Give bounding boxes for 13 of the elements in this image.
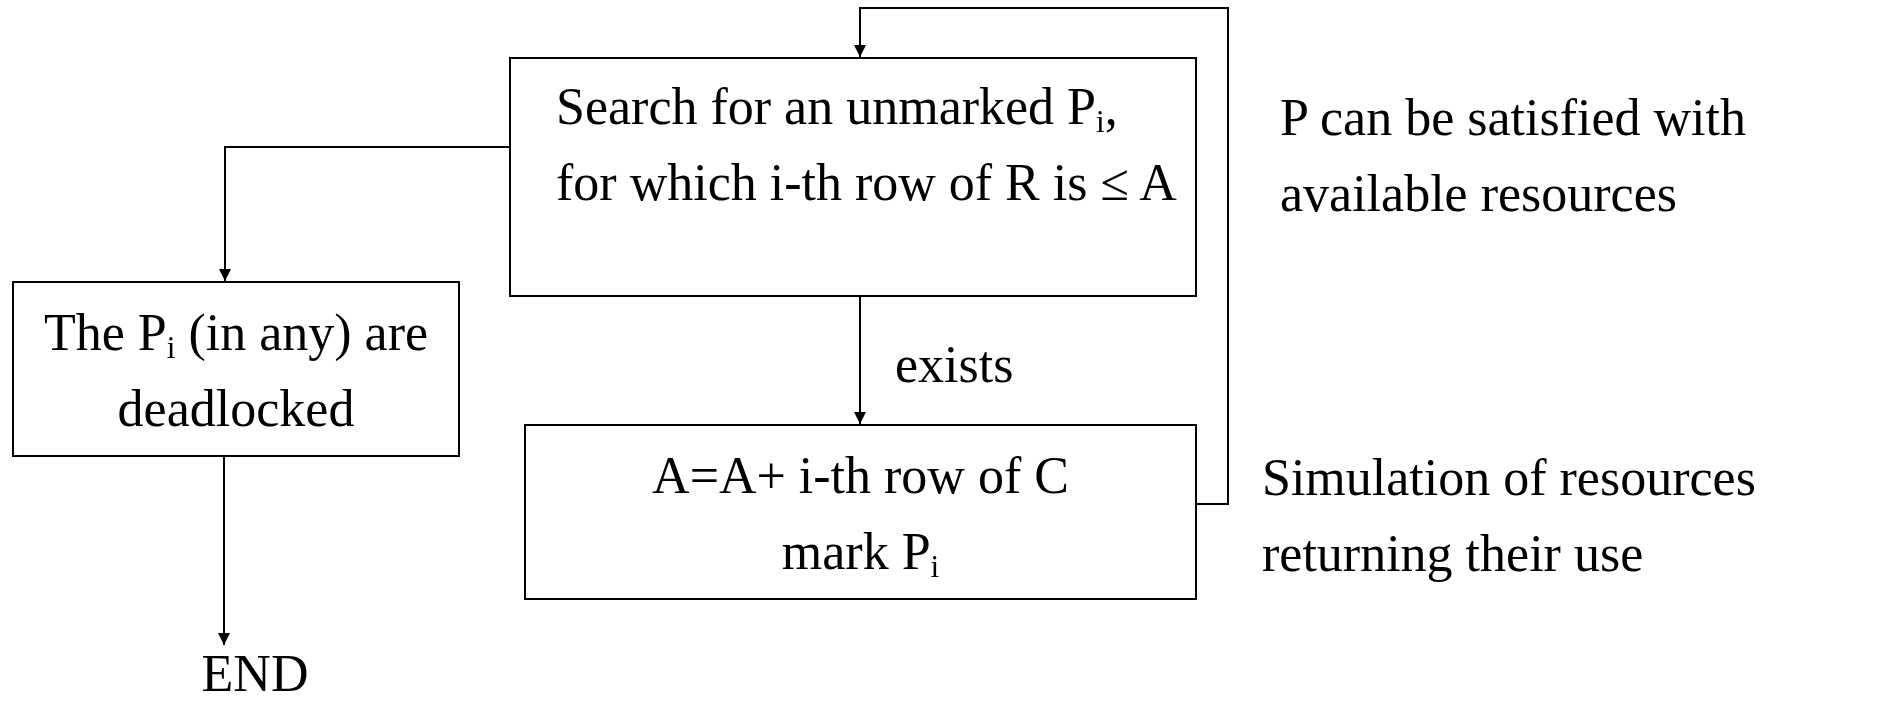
box-text: Search for an unmarked P$_{i}$, for which i-th row of R is ≤ A	[556, 77, 1178, 213]
terminal-box	[12, 281, 460, 457]
process-box	[509, 57, 1197, 297]
arrow	[219, 146, 510, 282]
arrow	[218, 456, 230, 646]
process-box	[524, 424, 1197, 600]
box-text: The P$_{i}$ (in any) are deadlocked	[42, 303, 430, 439]
arrow	[854, 7, 1229, 505]
end-text: END	[185, 645, 325, 703]
annotation-text: P can be satisfied with available resources	[1280, 88, 1747, 224]
box-text: A=A+ i-th row of C mark P$_{i}$	[651, 446, 1070, 586]
arrow	[854, 296, 866, 425]
annotation-text: Simulation of resources returning their use	[1262, 448, 1757, 584]
